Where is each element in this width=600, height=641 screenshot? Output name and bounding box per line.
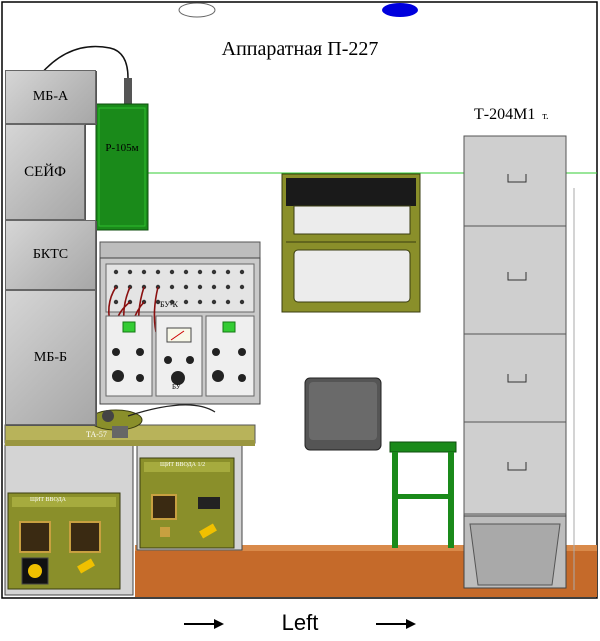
room-title: Аппаратная П-227 — [221, 38, 379, 60]
mb-b-unit[interactable]: МБ-Б — [5, 290, 96, 425]
t204-drawer-4[interactable] — [463, 421, 567, 515]
fuse-1[interactable] — [77, 558, 95, 574]
t204-drawer-2[interactable] — [463, 225, 567, 335]
ta57-label: ТА-57 — [86, 430, 107, 439]
t204-label: Т-204М1 т. — [474, 106, 548, 124]
socket-2[interactable] — [69, 521, 101, 553]
p105-device[interactable] — [95, 103, 149, 231]
indicator-green-1 — [122, 321, 136, 333]
bkts-label: БКТС — [32, 247, 69, 262]
mb-a-unit[interactable]: МБ-А — [5, 70, 96, 124]
fuse-2[interactable] — [199, 523, 217, 539]
wall-cabinet-door-bottom[interactable] — [293, 249, 411, 303]
bu-label: БУ — [172, 383, 181, 391]
t204-drawer-1[interactable] — [463, 135, 567, 227]
t204-suffix: т. — [542, 111, 549, 122]
power-panel-left-label: ЩИТ ВВОДА — [30, 497, 67, 503]
stool-seat[interactable] — [389, 441, 457, 453]
nav-left-label[interactable]: Left — [281, 610, 319, 635]
phone-cord — [127, 404, 216, 417]
switch[interactable] — [198, 497, 220, 509]
rack-top — [99, 241, 261, 261]
arrow-right-icon-2[interactable] — [372, 610, 418, 638]
safe-label: СЕЙФ — [24, 163, 66, 180]
p105-label: Р-105м — [105, 142, 139, 154]
t204-drawer-3[interactable] — [463, 333, 567, 423]
power-panel-right-label: ЩИТ ВВОДА 1/2 — [160, 462, 206, 468]
bu-k-label: БУ-К — [160, 300, 178, 309]
socket-3[interactable] — [151, 494, 177, 520]
wall-cabinet-door-top[interactable] — [293, 205, 411, 235]
socket-1[interactable] — [19, 521, 51, 553]
knobs — [112, 348, 246, 385]
ceiling-light-white[interactable] — [178, 2, 216, 18]
t204-name: Т-204М1 — [474, 106, 536, 123]
drawer-handles — [507, 174, 527, 471]
bkts-unit[interactable]: БКТС — [5, 220, 96, 290]
indicator-green-2 — [222, 321, 236, 333]
cable — [39, 45, 129, 79]
mb-b-label: МБ-Б — [33, 349, 68, 365]
arrow-right-icon[interactable] — [180, 610, 226, 638]
cable-connector — [124, 78, 132, 104]
ceiling-light-blue[interactable] — [382, 3, 418, 17]
mb-a-label: МБ-А — [32, 89, 69, 104]
safe-unit[interactable]: СЕЙФ — [5, 124, 85, 220]
